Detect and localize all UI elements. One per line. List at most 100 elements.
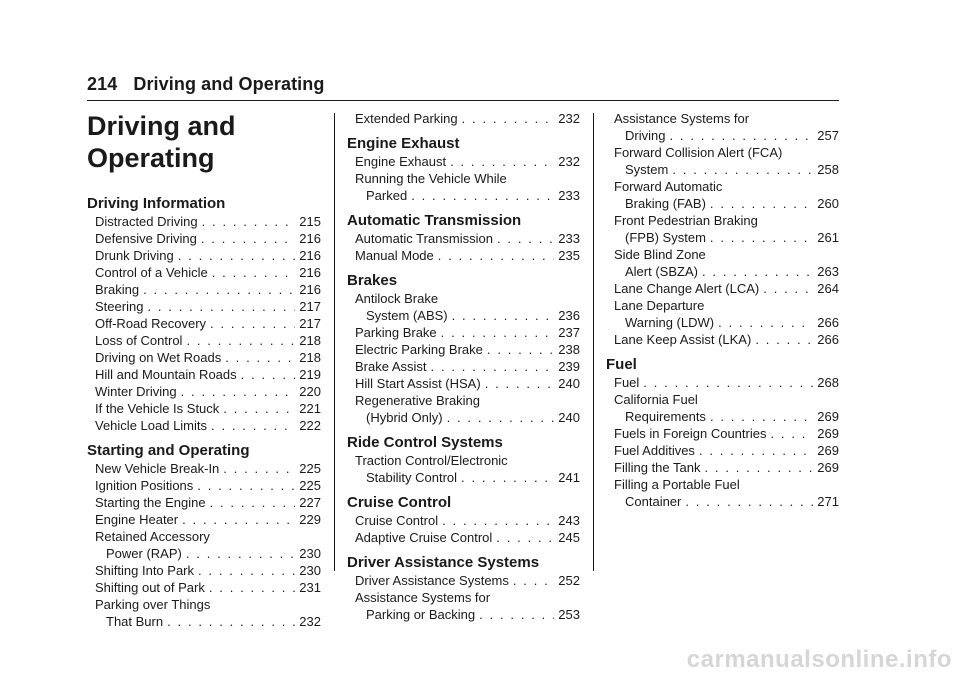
dot-leader <box>438 247 555 264</box>
toc-entry-label: Hill and Mountain Roads <box>95 367 237 382</box>
toc-entry[interactable]: Winter Driving220 <box>87 383 321 400</box>
toc-page-number: 268 <box>817 375 839 390</box>
toc-entry[interactable]: Control of a Vehicle216 <box>87 264 321 281</box>
toc-entry[interactable]: Automatic Transmission233 <box>347 230 580 247</box>
toc-page-number: 266 <box>817 315 839 330</box>
toc-entry-label: Forward Collision Alert (FCA) <box>614 145 783 160</box>
toc-entry[interactable]: Driver Assistance Systems252 <box>347 572 580 589</box>
toc-entry-label-continued: Requirements <box>625 409 706 424</box>
toc-entry-label: Drunk Driving <box>95 248 174 263</box>
toc-entry[interactable]: Manual Mode235 <box>347 247 580 264</box>
dot-leader <box>685 493 813 510</box>
toc-page-number: 240 <box>558 410 580 425</box>
toc-page-number: 216 <box>299 282 321 297</box>
toc-entry[interactable]: Braking 216 <box>87 281 321 298</box>
toc-entry[interactable]: Loss of Control 218 <box>87 332 321 349</box>
toc-entry-label-continued: (FPB) System <box>625 230 706 245</box>
dot-leader <box>212 264 296 281</box>
toc-entry[interactable]: New Vehicle Break-In225 <box>87 460 321 477</box>
toc-entry[interactable]: Hill Start Assist (HSA)240 <box>347 375 580 392</box>
dot-leader <box>710 408 813 425</box>
toc-page-number: 218 <box>299 333 321 348</box>
toc-entry[interactable]: Electric Parking Brake238 <box>347 341 580 358</box>
section-heading: Ride Control Systems <box>347 434 503 451</box>
toc-entry-label: Loss of Control <box>95 333 183 348</box>
toc-entry[interactable]: Forward Collision Alert (FCA)System258 <box>606 144 839 178</box>
toc-page-number: 235 <box>558 248 580 263</box>
toc-entry[interactable]: Shifting out of Park231 <box>87 579 321 596</box>
toc-page-number: 221 <box>299 401 321 416</box>
toc-entry[interactable]: Lane Keep Assist (LKA)266 <box>606 331 839 348</box>
toc-entry[interactable]: Engine Exhaust232 <box>347 153 580 170</box>
toc-page-number: 261 <box>817 230 839 245</box>
toc-page-number: 236 <box>558 308 580 323</box>
toc-entry-label: Driver Assistance Systems <box>355 573 509 588</box>
dot-leader <box>223 400 295 417</box>
toc-entry-label-continued: System (ABS) <box>366 308 448 323</box>
toc-entry[interactable]: Shifting Into Park230 <box>87 562 321 579</box>
toc-entry[interactable]: Defensive Driving216 <box>87 230 321 247</box>
toc-entry-label: Side Blind Zone <box>614 247 706 262</box>
toc-entry-label: Antilock Brake <box>355 291 439 306</box>
toc-entry[interactable]: Brake Assist239 <box>347 358 580 375</box>
toc-entry-label: Defensive Driving <box>95 231 197 246</box>
dot-leader <box>699 442 813 459</box>
section-heading: Driver Assistance Systems <box>347 554 540 571</box>
toc-entry[interactable]: Fuel Additives269 <box>606 442 839 459</box>
toc-entry[interactable]: Assistance Systems forDriving257 <box>606 110 839 144</box>
toc-entry[interactable]: Fuels in Foreign Countries269 <box>606 425 839 442</box>
toc-entry-label: Adaptive Cruise Control <box>355 530 493 545</box>
toc-entry[interactable]: Regenerative Braking(Hybrid Only)240 <box>347 392 580 426</box>
toc-entry[interactable]: California FuelRequirements269 <box>606 391 839 425</box>
toc-entry-label: Engine Heater <box>95 512 179 527</box>
dot-leader <box>487 341 554 358</box>
dot-leader <box>669 127 813 144</box>
toc-entry[interactable]: Filling the Tank269 <box>606 459 839 476</box>
dot-leader <box>485 375 555 392</box>
toc-entry[interactable]: Hill and Mountain Roads219 <box>87 366 321 383</box>
toc-entry[interactable]: Driving on Wet Roads218 <box>87 349 321 366</box>
toc-page-number: 225 <box>299 478 321 493</box>
toc-entry-label-continued: Warning (LDW) <box>625 315 715 330</box>
toc-entry[interactable]: Parking Brake237 <box>347 324 580 341</box>
toc-entry[interactable]: Engine Heater229 <box>87 511 321 528</box>
running-title: Driving and Operating <box>133 74 325 94</box>
toc-entry[interactable]: Vehicle Load Limits222 <box>87 417 321 434</box>
toc-entry-label: Off-Road Recovery <box>95 316 207 331</box>
toc-entry[interactable]: Running the Vehicle WhileParked233 <box>347 170 580 204</box>
toc-entry[interactable]: Extended Parking232 <box>347 110 580 127</box>
dot-leader <box>704 459 813 476</box>
toc-entry-label: Retained Accessory <box>95 529 210 544</box>
toc-entry[interactable]: Filling a Portable FuelContainer271 <box>606 476 839 510</box>
toc-entry[interactable]: Fuel268 <box>606 374 839 391</box>
toc-entry-label: Brake Assist <box>355 359 427 374</box>
toc-entry[interactable]: Distracted Driving215 <box>87 213 321 230</box>
toc-entry-label: Assistance Systems for <box>355 590 491 605</box>
toc-entry[interactable]: Ignition Positions225 <box>87 477 321 494</box>
toc-entry-label: Lane Departure <box>614 298 705 313</box>
toc-page-number: 241 <box>558 470 580 485</box>
dot-leader <box>241 366 296 383</box>
toc-entry[interactable]: Lane Change Alert (LCA)264 <box>606 280 839 297</box>
toc-entry-label: Filling the Tank <box>614 460 701 475</box>
toc-entry[interactable]: Steering217 <box>87 298 321 315</box>
toc-page-number: 269 <box>817 409 839 424</box>
toc-entry[interactable]: Drunk Driving216 <box>87 247 321 264</box>
toc-entry-label: New Vehicle Break-In <box>95 461 220 476</box>
toc-entry[interactable]: If the Vehicle Is Stuck221 <box>87 400 321 417</box>
toc-entry[interactable]: Front Pedestrian Braking(FPB) System261 <box>606 212 839 246</box>
toc-entry[interactable]: Starting the Engine227 <box>87 494 321 511</box>
toc-entry[interactable]: Cruise Control243 <box>347 512 580 529</box>
dot-leader <box>710 229 813 246</box>
toc-entry[interactable]: Off-Road Recovery217 <box>87 315 321 332</box>
toc-entry-label: Braking <box>95 282 140 297</box>
toc-entry[interactable]: Adaptive Cruise Control245 <box>347 529 580 546</box>
